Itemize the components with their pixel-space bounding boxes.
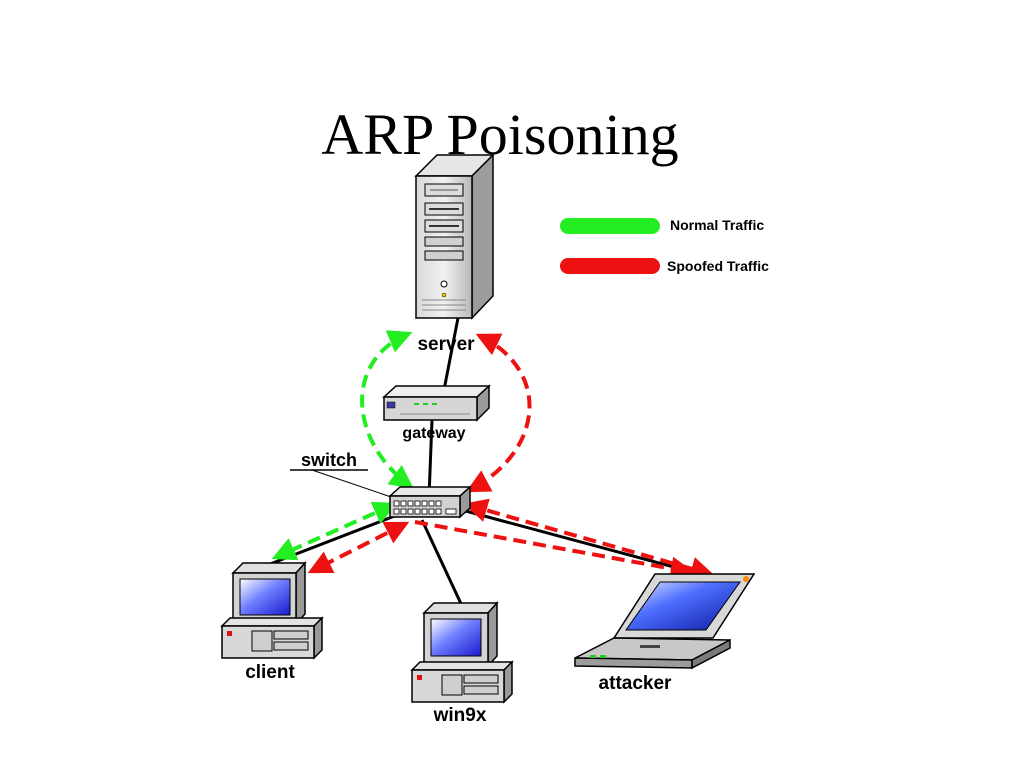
- laptop-icon: [574, 573, 756, 670]
- server-label: server: [417, 334, 475, 355]
- link-switch-client: [264, 510, 406, 568]
- legend-spoofed-swatch: [560, 258, 660, 274]
- switch-label: switch: [301, 450, 357, 470]
- normal-traffic-server-switch: [360, 330, 414, 489]
- gateway-label: gateway: [402, 425, 465, 442]
- normal-traffic: [271, 330, 414, 561]
- spoofed-traffic-switch-attacker-b: [414, 520, 695, 581]
- spoofed-traffic-server-switch: [465, 333, 532, 493]
- spoofed-traffic-switch-client: [307, 521, 410, 574]
- link-switch-win9x: [420, 519, 465, 609]
- legend-spoofed-label: Spoofed Traffic: [667, 258, 769, 274]
- legend-normal-label: Normal Traffic: [670, 217, 764, 233]
- client-label: client: [245, 662, 295, 683]
- link-server-gateway: [442, 317, 460, 391]
- network-switch-icon: [388, 485, 472, 519]
- normal-traffic-switch-client: [271, 501, 398, 561]
- spoofed-traffic: [307, 333, 715, 581]
- server-tower-icon: [414, 153, 495, 320]
- desktop-pc-icon: [220, 561, 324, 660]
- legend-normal-swatch: [560, 218, 660, 234]
- win9x-label: win9x: [433, 705, 487, 726]
- switch-callout: [290, 469, 395, 499]
- slide-title: ARP Poisoning: [321, 102, 679, 167]
- attacker-label: attacker: [599, 673, 672, 694]
- legend: Normal Traffic Spoofed Traffic: [560, 217, 769, 274]
- link-gateway-switch: [427, 419, 434, 498]
- desktop-pc-icon: [410, 601, 514, 704]
- link-switch-attacker: [461, 508, 701, 576]
- router-icon: [382, 384, 491, 422]
